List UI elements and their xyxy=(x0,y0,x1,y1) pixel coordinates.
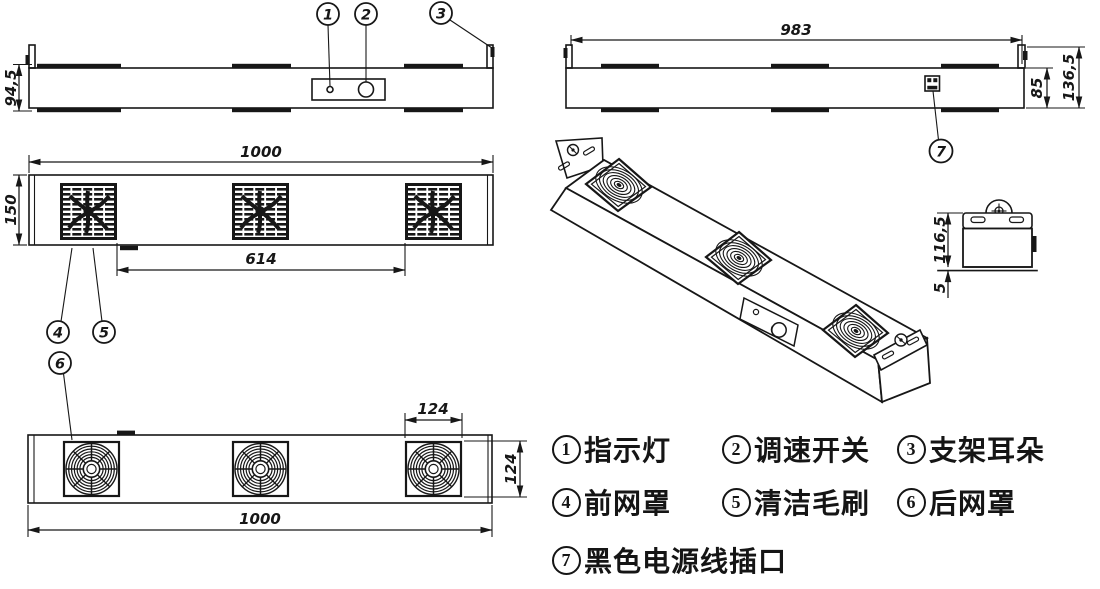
rear-grille-1 xyxy=(62,440,121,498)
legend-num-4: 4 xyxy=(552,487,581,517)
rear-grille-3 xyxy=(404,440,463,498)
callout-4: 4 xyxy=(46,247,73,344)
callout-1: 1 xyxy=(316,2,340,87)
dim-front-height-text: 94,5 xyxy=(2,69,20,106)
dim-plan-fan-span-text: 614 xyxy=(245,250,276,268)
plan-view: 1000 150 614 4 5 xyxy=(2,143,494,344)
callout-3: 3 xyxy=(429,1,493,49)
callout-3-number: 3 xyxy=(436,6,446,22)
rear-view-foot-pads xyxy=(601,63,999,113)
legend-num-5: 5 xyxy=(722,487,751,517)
legend-num-2: 2 xyxy=(722,434,751,464)
indicator-light xyxy=(326,85,334,94)
legend-num-1: 1 xyxy=(552,434,581,464)
dim-rear-total-height-text: 136,5 xyxy=(1060,54,1078,101)
side-body xyxy=(962,227,1033,268)
dim-side-foot-gap: 5 xyxy=(931,270,952,298)
rear-view-bracket-ears xyxy=(563,44,1028,69)
rear-view: 983 85 136,5 7 xyxy=(563,21,1085,164)
dim-bottom-width-text: 1000 xyxy=(239,510,281,528)
dim-bottom-fan-width: 124 xyxy=(404,400,463,438)
front-view: 94,5 1 2 3 xyxy=(2,1,495,113)
front-grille-3 xyxy=(404,182,463,241)
callout-7-number: 7 xyxy=(936,144,947,160)
dim-rear-body-height: 85 xyxy=(1026,67,1053,109)
dim-side-height-text: 116,5 xyxy=(931,216,949,263)
bottom-view: 124 124 1000 6 xyxy=(27,351,527,537)
legend-label-5: 清洁毛刷 xyxy=(754,489,871,520)
iso-control-panel xyxy=(739,296,799,348)
dim-plan-depth-text: 150 xyxy=(2,194,20,225)
callout-6: 6 xyxy=(48,351,73,441)
dim-plan-fan-span: 614 xyxy=(116,243,406,276)
dim-front-height: 94,5 xyxy=(2,63,32,112)
callout-5-number: 5 xyxy=(99,325,109,341)
speed-switch-knob xyxy=(357,81,375,98)
dim-plan-width-text: 1000 xyxy=(240,143,282,161)
front-view-control-panel xyxy=(311,78,386,101)
dim-bottom-fan-width-text: 124 xyxy=(417,400,448,418)
front-view-foot-pads xyxy=(37,63,463,113)
callout-5: 5 xyxy=(92,247,116,344)
dim-side-foot-gap-text: 5 xyxy=(931,283,949,293)
dim-rear-width-text: 983 xyxy=(780,21,811,39)
callout-2-number: 2 xyxy=(361,7,371,23)
callout-2: 2 xyxy=(354,2,378,82)
dim-bottom-fan-height-text: 124 xyxy=(502,453,520,484)
rear-grille-2 xyxy=(231,440,290,498)
power-inlet-socket xyxy=(924,75,941,92)
dim-plan-depth: 150 xyxy=(2,174,27,246)
legend-label-3: 支架耳朵 xyxy=(929,436,1046,467)
dim-bottom-fan-height: 124 xyxy=(464,440,527,498)
callout-4-number: 4 xyxy=(52,325,63,341)
front-grille-1 xyxy=(59,182,118,241)
dim-bottom-width: 1000 xyxy=(27,505,493,537)
legend-num-7: 7 xyxy=(552,545,581,575)
legend-label-6: 后网罩 xyxy=(929,489,1017,520)
legend-num-6: 6 xyxy=(897,487,926,517)
dim-rear-width: 983 xyxy=(570,21,1023,64)
legend-label-2: 调速开关 xyxy=(754,436,871,467)
side-view: 116,5 5 xyxy=(931,199,1038,298)
legend-num-3: 3 xyxy=(897,434,926,464)
dim-side-height: 116,5 xyxy=(931,212,963,268)
dim-plan-width: 1000 xyxy=(28,143,494,173)
legend-label-4: 前网罩 xyxy=(584,489,672,520)
legend-label-7: 黑色电源线插口 xyxy=(584,547,788,578)
side-bracket-plate xyxy=(962,212,1033,230)
dim-rear-total-height: 136,5 xyxy=(1027,46,1085,109)
callout-6-number: 6 xyxy=(55,356,65,372)
callout-1-number: 1 xyxy=(323,7,333,23)
front-view-bracket-ears xyxy=(25,44,495,69)
iso-right-bracket xyxy=(872,328,929,372)
dim-rear-body-height-text: 85 xyxy=(1028,78,1046,99)
callout-7: 7 xyxy=(928,90,954,164)
legend-label-1: 指示灯 xyxy=(584,436,672,467)
isometric-view xyxy=(549,137,931,404)
front-grille-2 xyxy=(231,182,290,241)
